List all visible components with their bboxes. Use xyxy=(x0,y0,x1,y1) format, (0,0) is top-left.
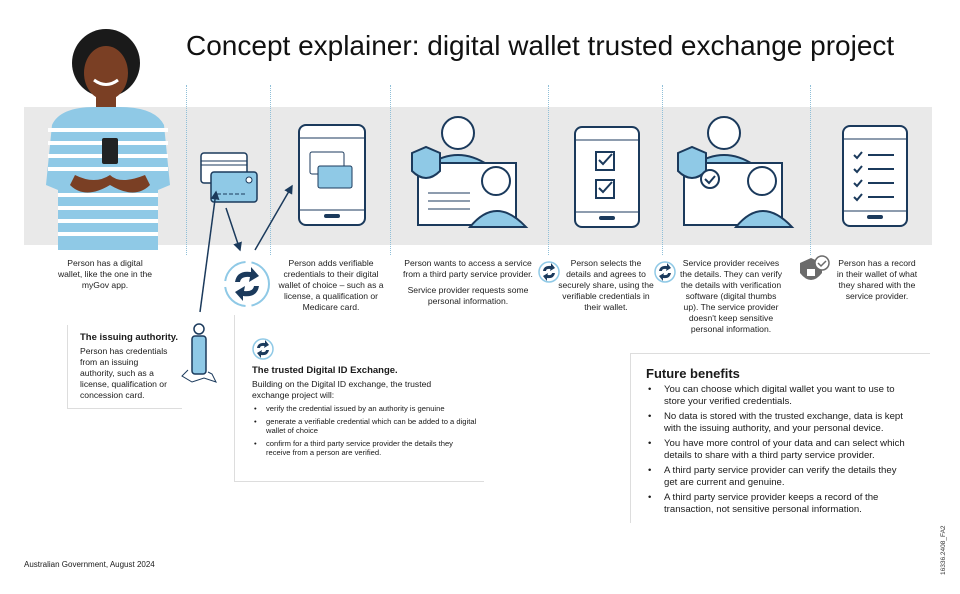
divider xyxy=(662,85,663,255)
trusted-body: Building on the Digital ID exchange, the… xyxy=(252,379,432,400)
service-provider-monitor-icon xyxy=(411,116,529,228)
phone-with-card-icon xyxy=(298,124,366,226)
sync-icon xyxy=(654,261,676,283)
list-item: confirm for a third party service provid… xyxy=(252,439,477,458)
credential-cards-icon xyxy=(200,152,258,203)
verification-monitor-icon xyxy=(677,116,795,228)
step-caption: Person wants to access a service from a … xyxy=(403,258,533,306)
list-item: verify the credential issued by an autho… xyxy=(252,404,477,414)
person-with-phone-illustration xyxy=(46,29,170,250)
sync-icon xyxy=(224,261,270,307)
list-item: No data is stored with the trusted excha… xyxy=(646,411,906,435)
step-caption: Person selects the details and agrees to… xyxy=(558,258,654,312)
divider xyxy=(390,85,391,255)
step-caption: Person adds verifiable credentials to th… xyxy=(278,258,384,312)
step-caption: Service provider receives the details. T… xyxy=(679,258,783,334)
footer-credit: Australian Government, August 2024 xyxy=(24,560,155,569)
future-benefits-box: Future benefits You can choose which dig… xyxy=(630,353,930,523)
trusted-title: The trusted Digital ID Exchange. xyxy=(252,365,398,376)
step-caption: Person has a record in their wallet of w… xyxy=(836,258,918,301)
issuing-authority-box: The issuing authority. Person has creden… xyxy=(67,325,182,409)
phone-with-checklist-icon xyxy=(574,126,640,228)
list-item: A third party service provider keeps a r… xyxy=(646,492,906,516)
sync-icon xyxy=(538,261,560,283)
phone-with-record-icon xyxy=(842,125,908,227)
divider xyxy=(186,85,187,255)
document-code: 16336.2408_FA2 xyxy=(940,525,947,575)
list-item: A third party service provider can verif… xyxy=(646,465,906,489)
list-item: You have more control of your data and c… xyxy=(646,438,906,462)
list-item: generate a verifiable credential which c… xyxy=(252,417,477,436)
future-title: Future benefits xyxy=(646,366,740,381)
sync-icon xyxy=(252,338,274,360)
issuing-authority-person-icon xyxy=(181,323,217,383)
divider xyxy=(810,85,811,255)
list-item: You can choose which digital wallet you … xyxy=(646,384,906,408)
trusted-exchange-box: The trusted Digital ID Exchange. Buildin… xyxy=(234,315,484,482)
secure-shield-check-icon xyxy=(800,255,830,280)
issuing-body: Person has credentials from an issuing a… xyxy=(80,346,168,400)
divider xyxy=(270,85,271,255)
issuing-title: The issuing authority. xyxy=(80,332,178,343)
page-title: Concept explainer: digital wallet truste… xyxy=(186,30,895,61)
step-caption: Person has a digital wallet, like the on… xyxy=(57,258,153,290)
divider xyxy=(548,85,549,255)
